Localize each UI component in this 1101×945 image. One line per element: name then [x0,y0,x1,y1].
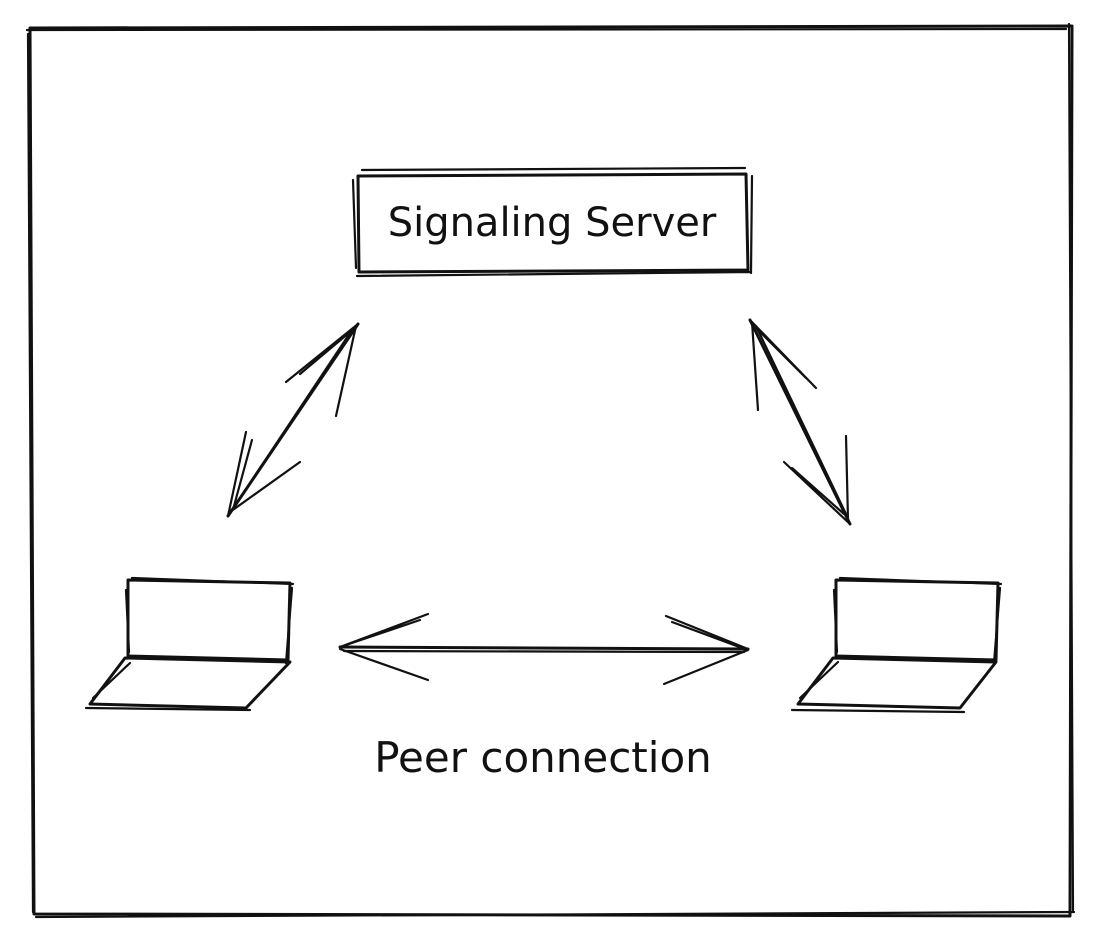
outer-frame [25,22,1076,919]
right-laptop-icon [790,576,1003,714]
signaling-server-node: Signaling Server [351,166,754,278]
signaling-server-label: Signaling Server [388,200,717,246]
peer-connection-label: Peer connection [374,733,712,782]
right-signaling-arrow [748,318,852,526]
left-signaling-arrow [226,322,360,518]
peer-connection-arrow [338,612,750,686]
left-laptop-icon [84,576,295,712]
